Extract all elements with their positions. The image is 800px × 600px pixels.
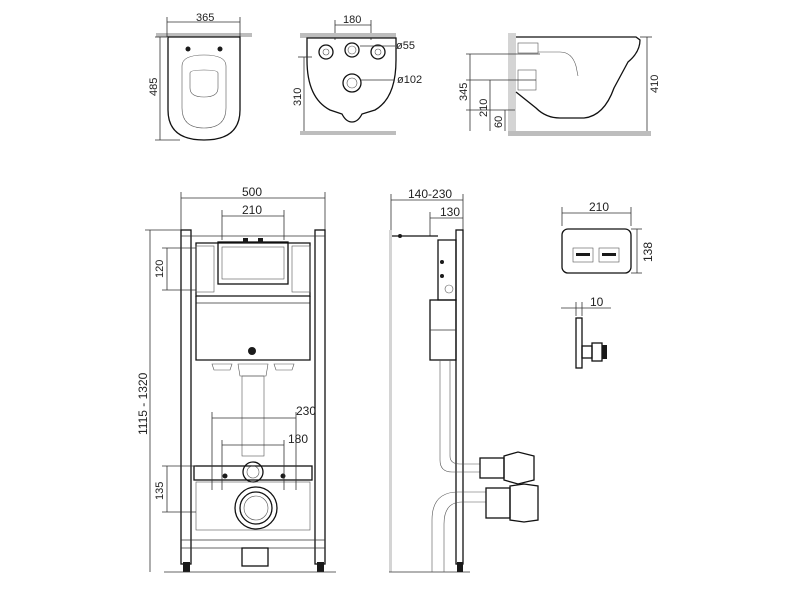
dim-210-side: 210 xyxy=(478,99,490,117)
dim-130: 130 xyxy=(440,205,460,219)
dim-210: 210 xyxy=(242,203,262,217)
dim-180: 180 xyxy=(343,14,361,26)
dim-135: 135 xyxy=(154,482,166,500)
dim-500: 500 xyxy=(242,185,262,199)
frame-side-view: 140-230 130 xyxy=(389,187,539,573)
bowl-rear-view: 180 ø55 ø102 310 xyxy=(292,14,422,135)
dim-plate-210: 210 xyxy=(589,200,609,214)
bowl-side-view: 345 210 60 410 xyxy=(458,33,661,136)
dim-o55: ø55 xyxy=(396,40,415,52)
dim-1115-1320: 1115 - 1320 xyxy=(136,372,150,435)
dim-410: 410 xyxy=(649,75,661,93)
flush-plate-side: 10 xyxy=(561,295,611,369)
flush-plate-front: 210 138 xyxy=(561,200,655,274)
dim-o102: ø102 xyxy=(397,74,422,86)
dim-plate-10: 10 xyxy=(590,295,604,309)
dim-plate-138: 138 xyxy=(641,242,655,262)
dim-345: 345 xyxy=(458,83,470,101)
bowl-top-view: 365 485 xyxy=(148,12,252,141)
dim-365: 365 xyxy=(196,12,214,24)
dim-310: 310 xyxy=(292,88,304,106)
dim-120: 120 xyxy=(154,260,166,278)
frame-front-view: 500 210 xyxy=(136,185,336,573)
dim-230: 230 xyxy=(296,404,316,418)
dim-60: 60 xyxy=(493,116,505,128)
dim-485: 485 xyxy=(148,78,160,96)
dim-140-230: 140-230 xyxy=(408,187,452,201)
dim-180-front: 180 xyxy=(288,432,308,446)
